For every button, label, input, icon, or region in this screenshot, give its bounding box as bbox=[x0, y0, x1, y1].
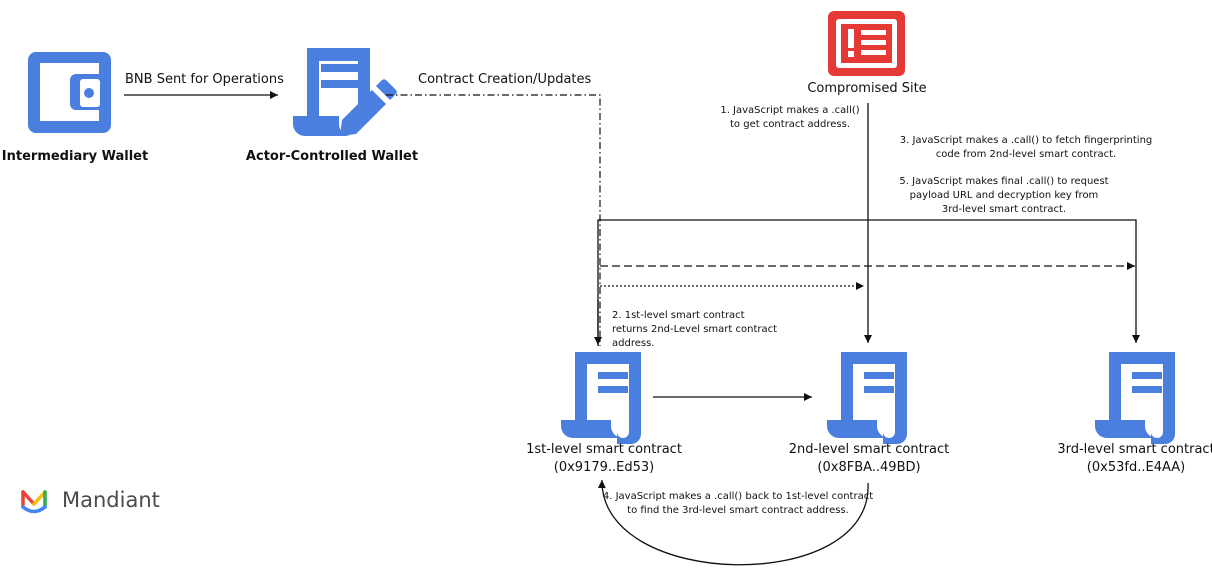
contract1-label: 1st-level smart contract bbox=[526, 442, 682, 457]
contract2-label: 2nd-level smart contract bbox=[788, 442, 950, 457]
contract-icon-1 bbox=[561, 352, 641, 444]
intermediary-wallet-label: Intermediary Wallet bbox=[1, 149, 149, 164]
step1-text: 1. JavaScript makes a .call()to get cont… bbox=[720, 105, 860, 130]
edge-step4-call bbox=[597, 479, 869, 566]
step3-text: 3. JavaScript makes a .call() to fetch f… bbox=[899, 135, 1153, 160]
edge-label-bnb-sent: BNB Sent for Operations bbox=[125, 72, 284, 87]
contract2-address: (0x8FBA..49BD) bbox=[817, 460, 921, 475]
edge-step5-call bbox=[597, 219, 1140, 346]
contract-icon-2 bbox=[827, 352, 907, 444]
mandiant-brand: Mandiant bbox=[20, 484, 190, 518]
compromised-site-label: Compromised Site bbox=[807, 81, 927, 96]
step5-text: 5. JavaScript makes final .call() to req… bbox=[899, 176, 1109, 215]
actor-wallet-label: Actor-Controlled Wallet bbox=[245, 149, 419, 164]
edge-contract-creation bbox=[386, 94, 601, 346]
contract-icon-3 bbox=[1095, 352, 1175, 444]
contract3-address: (0x53fd..E4AA) bbox=[1086, 460, 1186, 475]
brand-name: Mandiant bbox=[62, 488, 160, 512]
wallet-icon bbox=[28, 52, 111, 133]
contract3-label: 3rd-level smart contract bbox=[1057, 442, 1212, 457]
alert-site-icon bbox=[828, 11, 905, 76]
mandiant-logo-icon bbox=[21, 490, 47, 514]
contract-edit-icon bbox=[293, 48, 397, 136]
contract1-address: (0x9179..Ed53) bbox=[553, 460, 655, 475]
step4-text: 4. JavaScript makes a .call() back to 1s… bbox=[602, 491, 874, 516]
edge-label-contract-creation: Contract Creation/Updates bbox=[418, 72, 592, 87]
